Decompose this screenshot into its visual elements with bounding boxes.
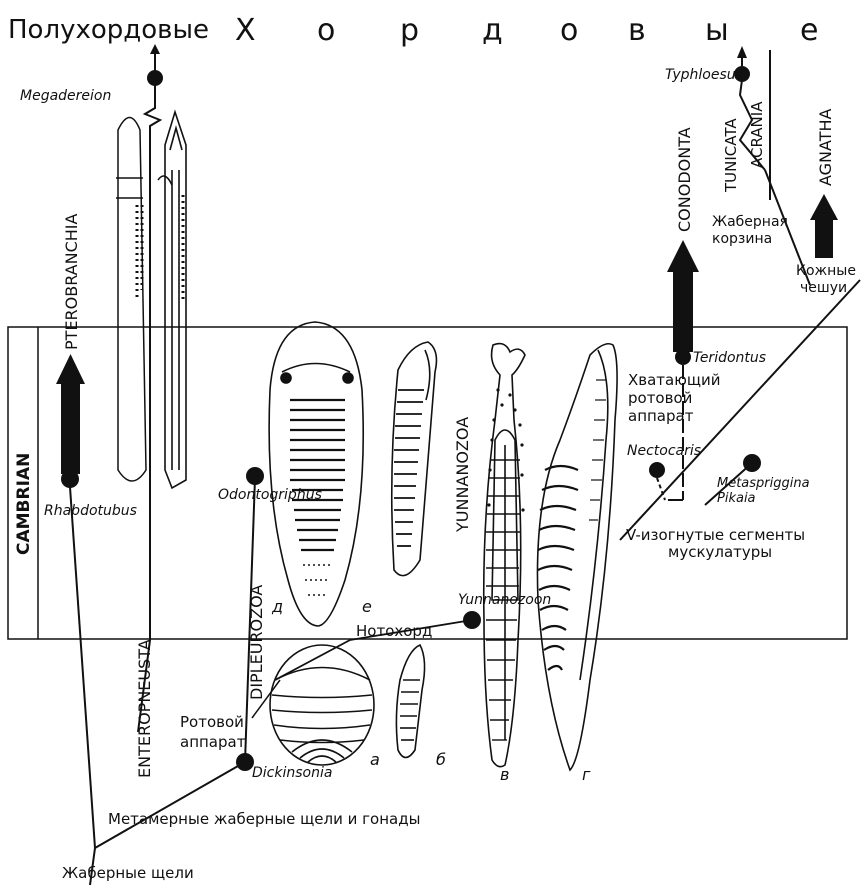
agnatha-arrow-head xyxy=(810,194,838,220)
odontogriphus-node xyxy=(246,467,264,485)
header-hemichordata: Полухордовые xyxy=(8,15,209,45)
taxon-enteropneusta: ENTEROPNEUSTA xyxy=(135,639,154,778)
genus-typhloesus: Typhloesus xyxy=(665,67,743,83)
header-chordata-letter-5: о xyxy=(560,13,578,48)
header-chordata-letter-4: д xyxy=(482,13,503,48)
dickinsonia-drawing xyxy=(270,645,374,765)
teridontus-node xyxy=(675,349,691,365)
feature-notochord: Нотохорд xyxy=(356,622,432,640)
pikaia-drawing xyxy=(537,344,617,770)
header-chordata-letter-2: о xyxy=(317,13,335,48)
feature-gill-basket-line1: Жаберная xyxy=(712,214,788,230)
figure-e-drawing xyxy=(392,342,437,576)
feature-mouth-apparatus-line1: Ротовой xyxy=(180,713,244,731)
tunicata-arrow-head xyxy=(737,46,747,58)
genus-nectocaris: Nectocaris xyxy=(627,443,701,459)
pterobranchia-arrow-head xyxy=(56,354,85,384)
conodonta-range-bar xyxy=(673,268,693,352)
genus-pikaia: Pikaia xyxy=(717,491,756,506)
taxon-conodonta: CONODONTA xyxy=(675,127,694,232)
nectocaris-node xyxy=(649,462,665,478)
figure-letter-e: е xyxy=(362,597,372,616)
feature-vshaped-line1: V-изогнутые сегменты xyxy=(626,526,805,544)
yunnanozoon-node xyxy=(463,611,481,629)
period-label: CAMBRIAN xyxy=(14,453,34,555)
genus-metaspriggina: Metaspriggina xyxy=(717,476,810,491)
taxon-dipleurozoa: DIPLEUROZOA xyxy=(247,585,266,700)
taxon-yunnanozoa: YUNNANOZOA xyxy=(453,417,472,533)
feature-vshaped-line2: мускулатуры xyxy=(668,543,772,561)
feature-grasping-line2: ротовой xyxy=(628,389,692,407)
figure-letter-v: в xyxy=(500,765,509,784)
feature-skin-scales-line1: Кожные xyxy=(796,263,856,279)
genus-megadereion: Megadereion xyxy=(20,88,111,104)
feature-skin-scales-line2: чешуи xyxy=(800,280,847,296)
genus-rhabdotubus: Rhabdotubus xyxy=(44,503,137,519)
genus-teridontus: Teridontus xyxy=(693,350,766,366)
header-chordata-letter-1: Х xyxy=(235,13,256,48)
feature-metameric-gill-slits: Метамерные жаберные щели и гонады xyxy=(108,810,420,828)
agnatha-range-bar xyxy=(815,218,833,258)
feature-grasping-line1: Хватающий xyxy=(628,371,721,389)
taxon-agnatha: AGNATHA xyxy=(816,108,835,186)
pterobranch-tube-drawing xyxy=(116,118,146,482)
taxon-acrania: ACRANIA xyxy=(748,101,766,168)
feature-grasping-line3: аппарат xyxy=(628,407,694,425)
genus-dickinsonia: Dickinsonia xyxy=(252,765,332,781)
figure-b-drawing xyxy=(396,645,424,758)
taxon-pterobranchia: PTEROBRANCHIA xyxy=(62,213,81,350)
header-chordata-letter-6: в xyxy=(628,13,646,48)
rhabdotubus-node xyxy=(61,470,79,488)
gill-slits-line-left xyxy=(70,487,95,848)
header-chordata-letter-7: ы xyxy=(705,13,729,48)
figure-letter-a: а xyxy=(370,750,380,769)
enteropneust-drawing xyxy=(158,112,186,488)
header-chordata-letter-8: е xyxy=(800,13,818,48)
feature-mouth-apparatus-line2: аппарат xyxy=(180,733,246,751)
pterobranchia-range-bar xyxy=(61,382,80,474)
taxon-tunicata: TUNICATA xyxy=(722,118,740,193)
megadereion-arrow-head xyxy=(150,44,160,54)
figure-letter-d: д xyxy=(271,597,283,616)
odontogriphus-drawing xyxy=(269,322,363,626)
feature-gill-slits: Жаберные щели xyxy=(62,864,194,882)
header-chordata-letter-3: р xyxy=(400,13,419,48)
gill-slits-line-right xyxy=(95,762,245,848)
feature-gill-basket-line2: корзина xyxy=(712,231,772,247)
megadereion-node xyxy=(147,70,163,86)
figure-letter-g: г xyxy=(582,765,591,784)
yunnanozoon-drawing xyxy=(484,344,525,767)
figure-letter-b: б xyxy=(436,750,446,769)
conodonta-arrow-head xyxy=(667,240,699,272)
